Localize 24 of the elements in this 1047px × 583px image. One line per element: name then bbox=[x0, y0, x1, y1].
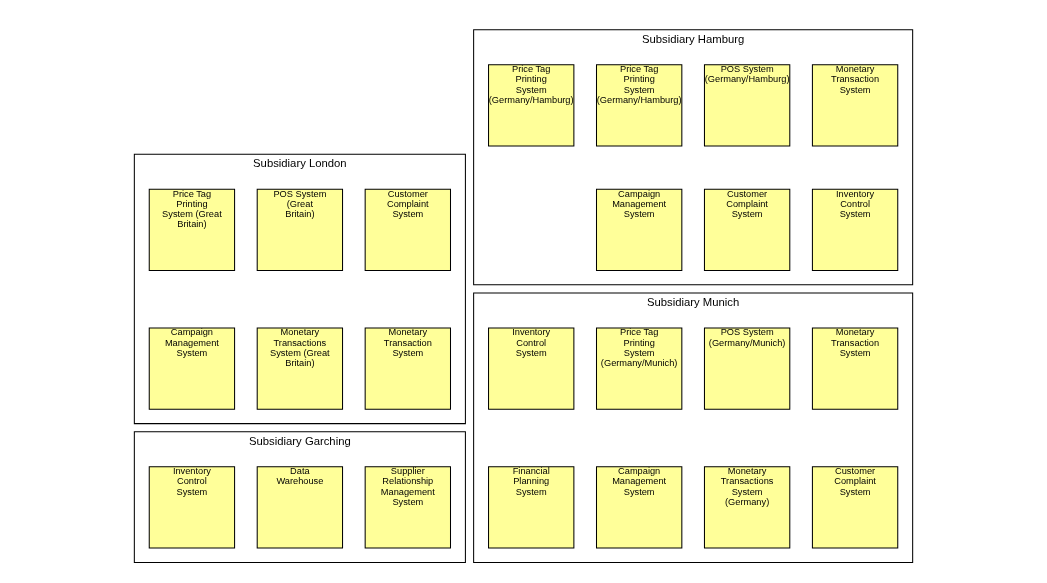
node-box: Supplier Relationship Management System bbox=[364, 466, 451, 549]
node-box: Inventory Control System bbox=[488, 327, 575, 410]
node-box: POS System (Germany/Munich) bbox=[703, 327, 791, 410]
node-box: Customer Complaint System bbox=[364, 188, 451, 271]
node-box: Campaign Management System bbox=[148, 327, 236, 410]
node-box: Campaign Management System bbox=[596, 188, 683, 271]
node-box: POS System (Great Britain) bbox=[256, 188, 344, 271]
node-box: Financial Planning System bbox=[488, 466, 575, 549]
node-box: Customer Complaint System bbox=[811, 466, 899, 549]
node-box: Monetary Transactions System (Germany) bbox=[703, 466, 791, 549]
node-box: Campaign Management System bbox=[596, 466, 683, 549]
node-box: POS System (Germany/Hamburg) bbox=[703, 64, 791, 147]
node-box: Inventory Control System bbox=[148, 466, 236, 549]
node-box: Inventory Control System bbox=[811, 188, 899, 271]
node-box: Monetary Transaction System bbox=[364, 327, 451, 410]
node-box: Price Tag Printing System (Great Britain) bbox=[148, 188, 236, 271]
node-box: Monetary Transaction System bbox=[811, 64, 899, 147]
node-box: Data Warehouse bbox=[256, 466, 344, 549]
node-box: Monetary Transactions System (Great Britain) bbox=[256, 327, 344, 410]
node-box: Customer Complaint System bbox=[703, 188, 791, 271]
node-box: Price Tag Printing System (Germany/Hamburg) bbox=[596, 64, 683, 147]
node-box: Monetary Transaction System bbox=[811, 327, 899, 410]
node-box: Price Tag Printing System (Germany/Hamburg) bbox=[488, 64, 575, 147]
node-box: Price Tag Printing System (Germany/Munich) bbox=[596, 327, 683, 410]
